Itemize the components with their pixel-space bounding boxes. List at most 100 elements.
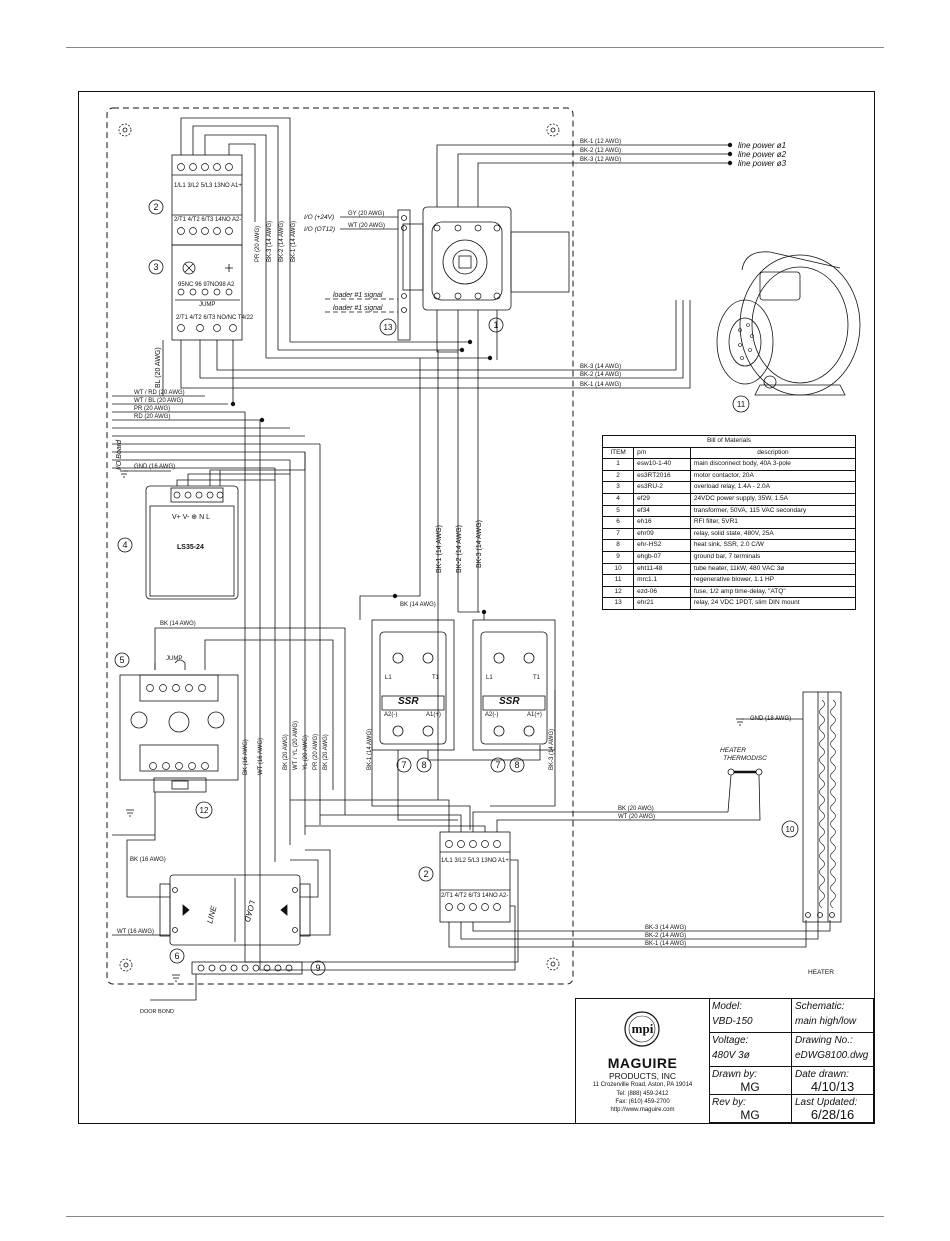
lvwire-wt16: WT (16 AWG)	[258, 738, 264, 775]
bom-item: 2	[601, 469, 635, 483]
left-io-wires	[112, 340, 320, 469]
ground-bar	[150, 961, 303, 1001]
callout-9-label: 9	[315, 963, 320, 973]
callout-5-label: 5	[119, 655, 124, 665]
bom-pn: ehgb-07	[633, 550, 691, 564]
bom-header-pn: p/n	[633, 446, 691, 460]
bom-desc: tube heater, 11kW, 480 VAC 3ø	[689, 562, 857, 576]
bom-desc: 24VDC power supply, 35W, 1.5A	[689, 492, 857, 506]
callout-4-label: 4	[122, 540, 127, 550]
tb-drawing-label: Drawing No.:	[795, 1035, 853, 1046]
callout-6-label: 6	[174, 951, 179, 961]
line-power-wires	[436, 142, 733, 207]
regenerative-blower	[716, 251, 861, 396]
page-rule-bottom	[66, 1216, 884, 1217]
lvwire-yl: YL (20 AWG)	[303, 735, 309, 770]
blower-wire-bk1: BK-1 (14 AWG)	[580, 382, 621, 388]
callout-7a	[396, 757, 412, 773]
lwire-wt-bl: WT / BL (20 AWG)	[134, 398, 183, 404]
bom-desc: relay, solid state, 480V, 25A	[689, 527, 857, 541]
bom-header-desc: description	[689, 446, 857, 460]
ssr-right-label: SSR	[499, 696, 520, 707]
io-plus24-label: I/O (+24V)	[304, 214, 334, 221]
motor-contactor-top	[171, 154, 243, 341]
ssr-lower-bk3: BK-3 (14 AWG)	[549, 729, 555, 770]
vwire-bk2: BK-2 (14 AWG)	[279, 221, 285, 262]
lvwire-bk20b: BK (20 AWG)	[323, 734, 329, 770]
bom-item: 6	[601, 516, 635, 529]
bom-item: 7	[601, 527, 635, 541]
filter-bk16: BK (16 AWG)	[130, 857, 166, 863]
callout-7a-label: 7	[401, 760, 406, 770]
callout-12-label: 12	[200, 806, 209, 815]
overload-terminal-labels: 95NC 96 97NO98 A2	[178, 282, 235, 288]
page-rule-top	[66, 47, 884, 48]
enclosure-outline	[106, 107, 574, 985]
ssr-right-l1: L1	[486, 675, 493, 681]
heater-wire-bk1: BK-1 (14 AWG)	[645, 941, 686, 947]
heater-thermodisc	[727, 768, 763, 821]
io-signal-wires	[325, 216, 398, 313]
bom-pn: mrc1.1	[633, 574, 691, 587]
thermodisc-bk20: BK (20 AWG)	[618, 806, 654, 812]
mounting-hole-icon	[118, 123, 132, 137]
company-tel: Tel: (888) 459-2412	[616, 1091, 669, 1097]
bom-item: 4	[601, 492, 635, 506]
ssr-lower-bk1: BK-1 (14 AWG)	[367, 729, 373, 770]
bom-pn: es3RU-2	[633, 481, 691, 494]
bom-item: 11	[601, 574, 635, 587]
tb-date-drawn-value: 4/10/13	[810, 1079, 855, 1094]
thermodisc-label-1: HEATER	[720, 747, 746, 754]
loader-signal-1: loader #1 signal	[333, 292, 383, 299]
ground-icon	[126, 809, 134, 817]
ssr-top-bk14: BK (14 AWG)	[400, 602, 436, 608]
io-ot12-wire: WT (20 AWG)	[348, 223, 385, 229]
line-power-2-wire: BK-2 (12 AWG)	[580, 148, 621, 154]
mounting-hole-icon	[546, 123, 560, 137]
bk14-wire	[154, 627, 346, 815]
callout-7b	[490, 757, 506, 773]
filter-wt16: WT (16 AWG)	[117, 929, 154, 935]
ssr-wiring	[359, 612, 556, 830]
fuse-holder	[153, 777, 207, 793]
overload-bottom-labels: 2/T1 4/T2 6/T3 NO/NC T4/22	[176, 315, 254, 321]
tb-schematic-value: main high/low	[795, 1016, 857, 1027]
ssr-left-l1: L1	[385, 675, 392, 681]
ground-icon	[172, 974, 180, 982]
bom-desc: motor contactor, 20A	[689, 469, 857, 483]
io-ot12-label: I/O (OT12)	[304, 226, 335, 233]
tb-rev-by-value: MG	[740, 1108, 760, 1122]
company-web: http://www.maguire.com	[610, 1107, 675, 1113]
ssr-unit-right	[472, 619, 556, 751]
bom-desc: relay, 24 VDC 1PDT, slim DIN mount	[689, 597, 857, 610]
bom-item: 10	[601, 562, 635, 576]
ssr-unit-left	[371, 619, 455, 751]
bom-desc: regenerative blower, 1.1 HP	[689, 574, 857, 587]
lwire-bl: BL (20 AWG)	[155, 347, 162, 388]
bom-item: 9	[601, 550, 635, 564]
tb-schematic: Schematic: main high/low	[792, 999, 874, 1033]
bom-item: 13	[601, 597, 635, 610]
line-power-1-wire: BK-1 (12 AWG)	[580, 139, 621, 145]
callout-10	[781, 820, 799, 838]
line-power-2-label: line power ø2	[738, 150, 787, 159]
blower-wires	[180, 300, 691, 389]
bom-item: 1	[601, 458, 635, 471]
logo-text: mpi	[631, 1021, 654, 1036]
ssr-left-label: SSR	[398, 696, 419, 707]
tb-last-updated-label: Last Updated:	[795, 1097, 858, 1108]
transformer	[119, 659, 239, 781]
tb-model-label: Model:	[712, 1001, 743, 1012]
bom-desc: RFI filter, 5VR1	[689, 516, 857, 529]
ground-icon	[120, 470, 128, 478]
door-bond-label: DOOR BOND	[140, 1009, 174, 1015]
tb-drawing: Drawing No.: eDWG8100.dwg	[792, 1033, 874, 1067]
io-board-label: I/O Board	[116, 439, 123, 470]
line-power-1-label: line power ø1	[738, 141, 786, 150]
bom-pn: ef34	[633, 504, 691, 518]
tb-rev-by: Rev by: MG	[709, 1095, 792, 1123]
bom-header-item: ITEM	[601, 446, 635, 460]
